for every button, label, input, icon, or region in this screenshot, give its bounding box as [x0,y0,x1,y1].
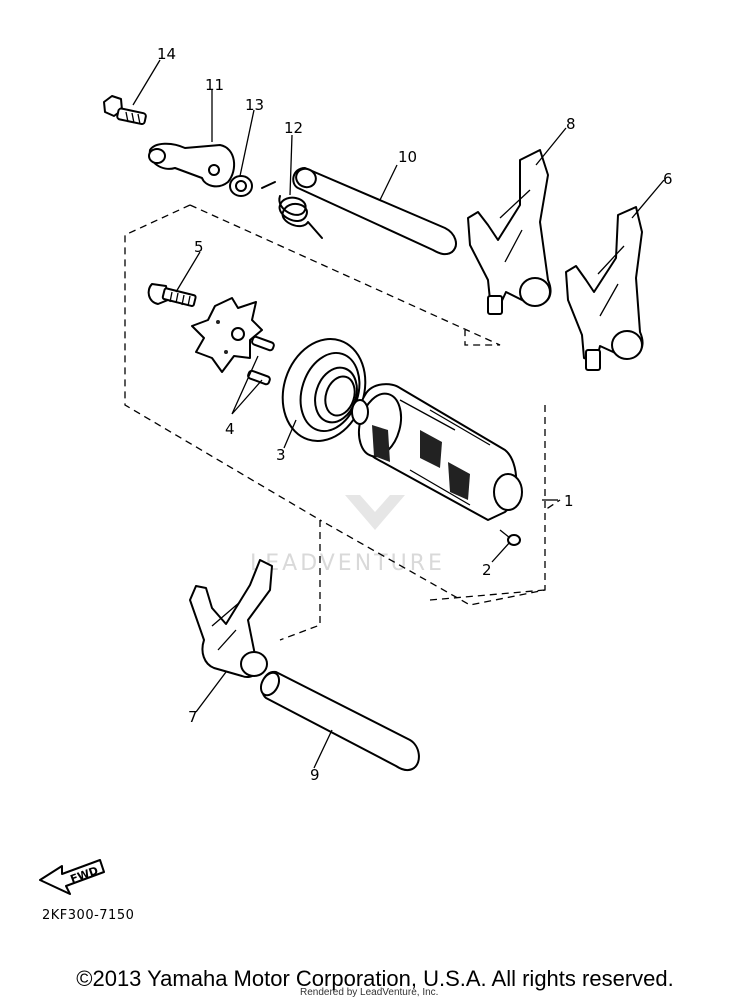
callout-5: 5 [194,238,204,256]
fwd-label: FWD [69,864,100,886]
diagram-code: 2KF300-7150 [42,908,134,923]
callout-4: 4 [225,420,235,438]
assembly-boundary [124,204,561,641]
callout-numbers: 14 11 13 12 10 8 6 5 4 3 1 2 7 9 [157,45,673,784]
part-1-shift-cam [351,383,523,521]
part-14-bolt [103,95,147,126]
callout-13: 13 [245,96,264,114]
callout-1: 1 [564,492,574,510]
part-9-shaft [259,670,420,772]
leader-lines [132,59,665,769]
part-3-bearing [281,338,367,442]
callout-10: 10 [398,148,417,166]
part-11-stopper-lever [148,142,236,188]
callout-12: 12 [284,119,303,137]
part-2-screw [499,529,521,546]
part-6-shift-fork [565,206,644,371]
part-12-spring [261,181,323,239]
callout-8: 8 [566,115,576,133]
segment-plate [191,297,263,373]
watermark-text: LEADVENTURE [250,551,445,576]
callout-3: 3 [276,446,286,464]
part-4-pins [247,335,275,386]
part-5-screw [147,283,197,307]
part-10-shaft [292,167,457,256]
callout-2: 2 [482,561,492,579]
callout-7: 7 [188,708,198,726]
part-8-shift-fork [467,149,552,315]
fwd-arrow-icon: FWD [39,859,105,895]
part-13-washer [229,175,253,197]
callout-11: 11 [205,76,224,94]
watermark: LEADVENTURE [250,495,445,576]
callout-6: 6 [663,170,673,188]
rendered-by-note: Rendered by LeadVenture, Inc. [300,987,439,998]
part-7-shift-fork [189,559,273,678]
callout-9: 9 [310,766,320,784]
callout-14: 14 [157,45,176,63]
copyright-notice: ©2013 Yamaha Motor Corporation, U.S.A. A… [76,966,674,991]
